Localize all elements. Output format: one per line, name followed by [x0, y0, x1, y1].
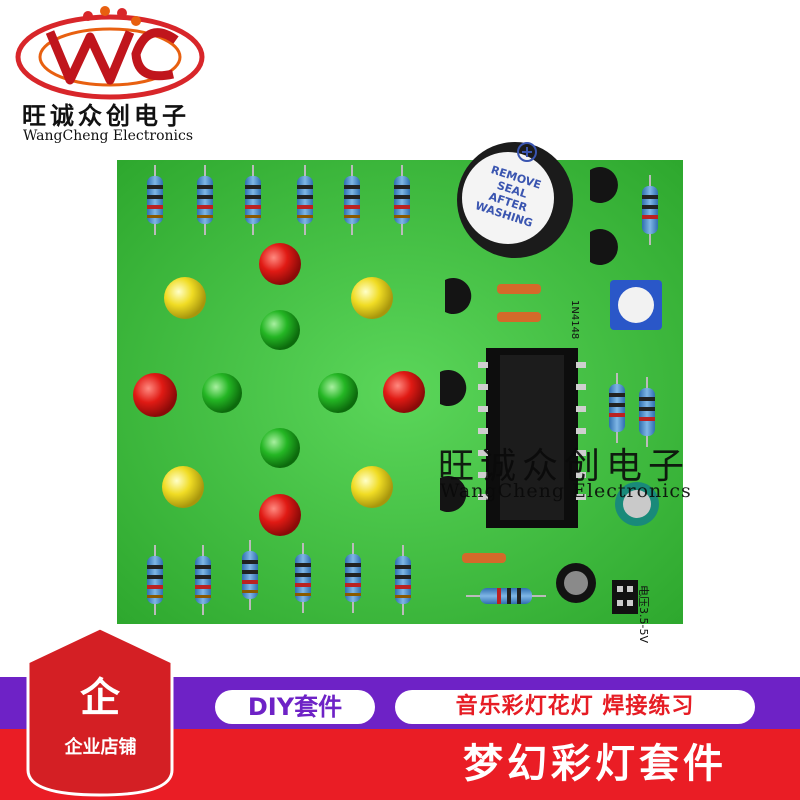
resistor-r13 — [466, 588, 546, 604]
led-d7 — [383, 371, 425, 413]
power-header — [612, 580, 638, 614]
capacitor-c1 — [556, 563, 596, 603]
brand-name-en: WangCheng Electronics — [22, 128, 194, 144]
capacitor-c2 — [615, 482, 659, 526]
silk-voltage: 电压3.5-5V — [637, 585, 650, 643]
store-icon: 企 — [80, 675, 120, 721]
led-d2 — [260, 428, 300, 468]
diy-label: DIY套件 — [215, 690, 375, 724]
led-d6 — [259, 494, 301, 536]
resistor-r16 — [642, 175, 658, 245]
watermark-cn: 旺诚众创电子 — [438, 446, 691, 487]
transistors — [440, 167, 618, 512]
brand-name-cn: 旺诚众创电子 — [22, 101, 190, 130]
led-d3 — [318, 373, 358, 413]
ic-chip — [478, 348, 586, 528]
led-d12 — [164, 277, 206, 319]
diodes — [462, 284, 541, 563]
led-d10 — [351, 466, 393, 508]
brand-logo — [15, 6, 205, 100]
tagline: 音乐彩灯花灯 焊接练习 — [395, 690, 755, 724]
led-d9 — [162, 466, 204, 508]
resistor-r14 — [609, 373, 625, 443]
resistor-row-top — [147, 165, 410, 235]
resistor-r15 — [639, 377, 655, 447]
led-d1 — [202, 373, 242, 413]
resistor-row-bottom — [147, 540, 411, 615]
led-array — [133, 243, 425, 536]
product-title: 梦幻彩灯套件 — [463, 741, 727, 787]
buzzer — [457, 142, 573, 258]
potentiometer — [610, 280, 662, 330]
led-d11 — [351, 277, 393, 319]
led-d4 — [260, 310, 300, 350]
led-d8 — [259, 243, 301, 285]
watermark-en: WangCheng Electronics — [440, 480, 692, 502]
store-badge-label: 企业店铺 — [64, 737, 137, 758]
silk-diode: 1N4148 — [569, 300, 580, 340]
store-badge — [26, 626, 174, 797]
led-d5 — [133, 373, 177, 417]
